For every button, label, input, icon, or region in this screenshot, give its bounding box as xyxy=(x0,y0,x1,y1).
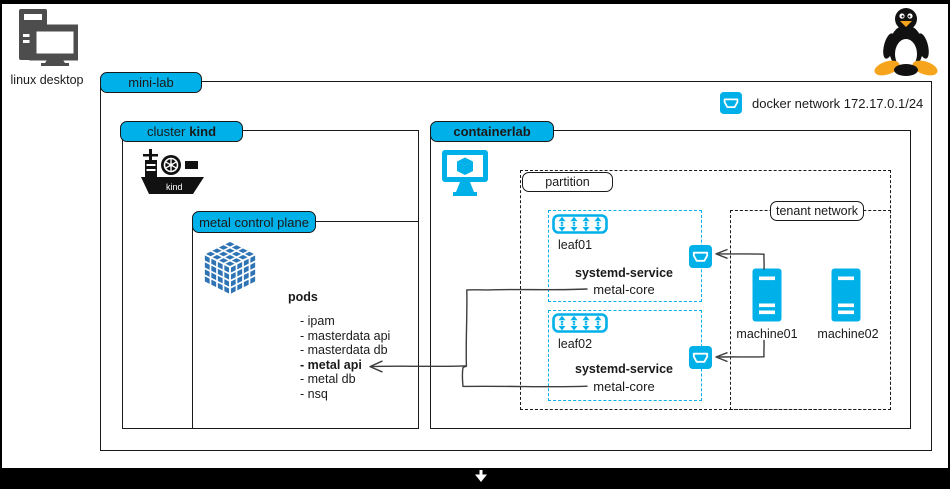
cube-icon xyxy=(199,238,261,298)
pod-item-nsq: - nsq xyxy=(300,386,328,401)
tenant-network-tab: tenant network xyxy=(770,201,864,221)
pod-item-masterdata-api: - masterdata api xyxy=(300,328,391,343)
containerlab-label: containerlab xyxy=(453,124,531,139)
leaf02-service-title: systemd-service xyxy=(575,362,673,376)
partition-tab: partition xyxy=(522,172,613,192)
leaf02-docker-icon xyxy=(689,346,712,369)
leaf02-switch-icon xyxy=(552,313,608,333)
next-slide-down-arrow-icon[interactable] xyxy=(474,470,488,483)
minilab-tab: mini-lab xyxy=(100,72,202,93)
docker-network-label: docker network 172.17.0.1/24 xyxy=(752,96,924,111)
metal-control-plane-label: metal control plane xyxy=(199,214,309,230)
pod-item-metal-api: - metal api xyxy=(300,357,362,372)
containerlab-monitor-icon xyxy=(440,148,490,198)
kind-logo-text: kind xyxy=(166,182,183,192)
leaf01-service-title: systemd-service xyxy=(575,266,673,280)
minilab-box xyxy=(100,81,932,451)
partition-label: partition xyxy=(545,175,590,189)
minilab-label: mini-lab xyxy=(128,75,174,90)
leaf01-service-name: metal-core xyxy=(593,282,655,297)
containerlab-tab: containerlab xyxy=(430,121,554,142)
leaf02-name: leaf02 xyxy=(558,337,593,351)
tenant-network-label: tenant network xyxy=(776,204,858,218)
metal-control-plane-tab: metal control plane xyxy=(192,211,316,233)
leaf02-service-name: metal-core xyxy=(593,379,655,394)
cluster-kind-label: kind xyxy=(189,124,217,139)
machine01-server-icon xyxy=(752,268,782,322)
linux-desktop-label: linux desktop xyxy=(10,73,84,87)
pod-item-metal-db: - metal db xyxy=(300,372,356,387)
leaf01-switch-icon xyxy=(552,214,608,234)
linux-desktop-icon xyxy=(14,8,78,66)
bottom-bar xyxy=(0,468,950,489)
leaf01-name: leaf01 xyxy=(558,238,593,252)
pods-list: - ipam - masterdata api - masterdata db … xyxy=(300,314,390,402)
containerlab-box xyxy=(430,130,911,429)
leaf01-docker-icon xyxy=(689,245,712,268)
machine01-label: machine01 xyxy=(736,327,798,341)
cluster-kind-tab: cluster kind xyxy=(120,121,243,142)
pods-title: pods xyxy=(288,290,318,304)
kind-logo-icon: kind xyxy=(140,147,208,199)
pod-item-ipam: - ipam xyxy=(300,314,335,328)
machine02-label: machine02 xyxy=(817,327,879,341)
docker-network-icon xyxy=(720,92,742,114)
pod-item-masterdata-db: - masterdata db xyxy=(300,343,388,358)
cluster-label: cluster xyxy=(146,124,186,139)
machine02-server-icon xyxy=(831,268,861,322)
tux-penguin-icon xyxy=(872,4,940,78)
